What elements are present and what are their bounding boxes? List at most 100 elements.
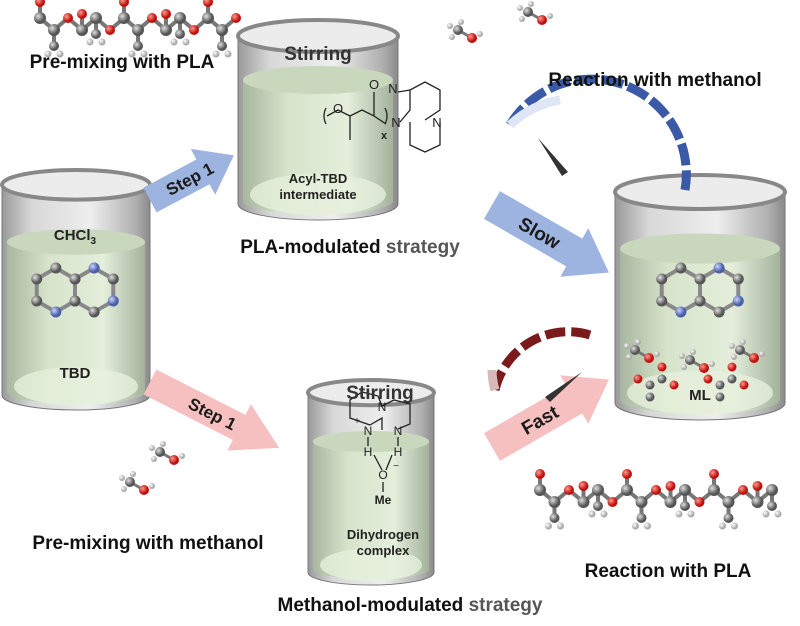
minus-charge: −: [393, 461, 399, 472]
oxygen-atom: [189, 25, 199, 35]
methanol-molecule: [149, 441, 185, 465]
slow-arrow: Slow: [484, 191, 609, 277]
atom-o-minus: O: [378, 468, 387, 482]
carbon-atom: [656, 273, 668, 285]
carbon-atom: [175, 29, 185, 39]
carbon-atom: [694, 273, 706, 285]
strategy-name: Methanol-modulated: [278, 595, 464, 616]
reaction-methanol-label: Reaction with methanol: [548, 70, 761, 91]
solvent-name: CHCl: [54, 227, 91, 244]
solvent-label: CHCl3: [54, 227, 97, 247]
beaker-rim: [306, 378, 436, 408]
nitrogen-atom: [713, 262, 725, 274]
carbon-atom: [657, 374, 667, 384]
carbon-atom: [548, 496, 561, 508]
premix-methanol-label: Pre-mixing with methanol: [32, 533, 263, 554]
hydrogen-atom: [449, 34, 455, 40]
carbon-atom: [766, 484, 778, 496]
hydrogen-atom: [545, 522, 552, 530]
strategy-name: PLA-modulated: [240, 237, 380, 258]
top-beaker-line2: intermediate: [279, 187, 356, 202]
carbon-atom: [732, 273, 744, 285]
liquid-highlight: [320, 548, 422, 582]
carbon-atom: [656, 295, 668, 307]
carbon-atom: [132, 24, 144, 36]
nitrogen-atom: [107, 295, 119, 307]
methanol-molecule: [624, 339, 660, 363]
carbon-atom: [216, 24, 228, 36]
atom-n: N: [391, 115, 400, 130]
atom-n-plus: N: [364, 424, 373, 438]
methanol-strategy-label: Methanol-modulated strategy: [278, 595, 543, 616]
hydrogen-atom: [654, 351, 660, 357]
strategy-word: strategy: [469, 595, 543, 616]
hydrogen-atom: [160, 441, 166, 447]
carbon-atom: [217, 41, 227, 51]
methyl-label: Me: [375, 493, 392, 507]
atom-n: N: [432, 115, 441, 130]
hydrogen-atom: [588, 510, 596, 518]
oxygen-atom: [739, 380, 749, 390]
oxygen-atom: [535, 469, 545, 479]
hydrogen-atom: [149, 445, 155, 451]
carbon-atom: [664, 496, 677, 508]
oxygen-atom: [139, 485, 149, 495]
carbon-atom: [715, 392, 725, 402]
carbon-atom: [675, 262, 687, 274]
hydrogen-atom: [44, 50, 52, 58]
liquid-surface: [313, 430, 429, 453]
hydrogen-atom: [447, 23, 453, 29]
pla-molecule-top: [34, 0, 241, 58]
reaction-pla-label: Reaction with PLA: [585, 561, 752, 582]
oxygen-atom: [578, 481, 589, 491]
carbon-atom: [549, 513, 560, 523]
methanol-beaker: [306, 378, 436, 586]
hydrogen-atom: [679, 353, 685, 359]
oxygen-atom: [622, 469, 632, 479]
carbon-atom: [133, 41, 143, 51]
nitrogen-atom: [732, 295, 744, 307]
carbon-atom: [680, 501, 690, 511]
carbon-atom: [751, 496, 764, 508]
carbon-atom: [69, 295, 81, 307]
nitrogen-atom: [675, 306, 687, 318]
atom-n: N: [388, 81, 397, 96]
bottom-beaker-line1: Dihydrogen: [347, 527, 419, 542]
hydrogen-atom: [130, 471, 136, 477]
hydrogen-atom: [477, 31, 483, 37]
oxygen-atom: [35, 0, 45, 7]
hydrogen-atom: [762, 510, 770, 518]
carbon-atom: [69, 273, 81, 285]
tbd-beaker: [0, 168, 152, 411]
oxygen-atom: [703, 374, 713, 384]
bottom-stirring: Stirring: [346, 383, 414, 404]
oxygen-atom: [467, 33, 477, 43]
oxygen-atom: [651, 485, 661, 495]
solvent-subscript: 3: [91, 236, 97, 247]
carbon-atom: [630, 345, 640, 355]
oxygen-atom: [537, 15, 547, 25]
carbon-atom: [735, 345, 745, 355]
ml-label: ML: [689, 387, 711, 404]
oxygen-atom: [147, 13, 157, 23]
liquid-surface: [243, 66, 393, 94]
methanol-molecule: [679, 349, 715, 373]
carbon-atom: [722, 496, 735, 508]
pla-strategy-label: PLA-modulated strategy: [240, 237, 460, 258]
carbon-atom: [694, 295, 706, 307]
oxygen-atom: [669, 380, 679, 390]
liquid-surface: [7, 229, 145, 255]
step1-top-arrow: Step 1: [143, 148, 234, 213]
carbon-atom: [534, 484, 546, 496]
carbon-atom: [593, 501, 603, 511]
hydrogen-atom: [557, 522, 564, 530]
hydrogen-atom: [170, 38, 178, 46]
slow-gauge: [506, 74, 691, 191]
carbon-atom: [453, 25, 463, 35]
hydrogen-atom: [128, 50, 136, 58]
tbd-label: TBD: [60, 365, 91, 382]
hydrogen-atom: [212, 50, 220, 58]
oxygen-atom: [607, 497, 618, 507]
atom-h: H: [364, 445, 373, 459]
